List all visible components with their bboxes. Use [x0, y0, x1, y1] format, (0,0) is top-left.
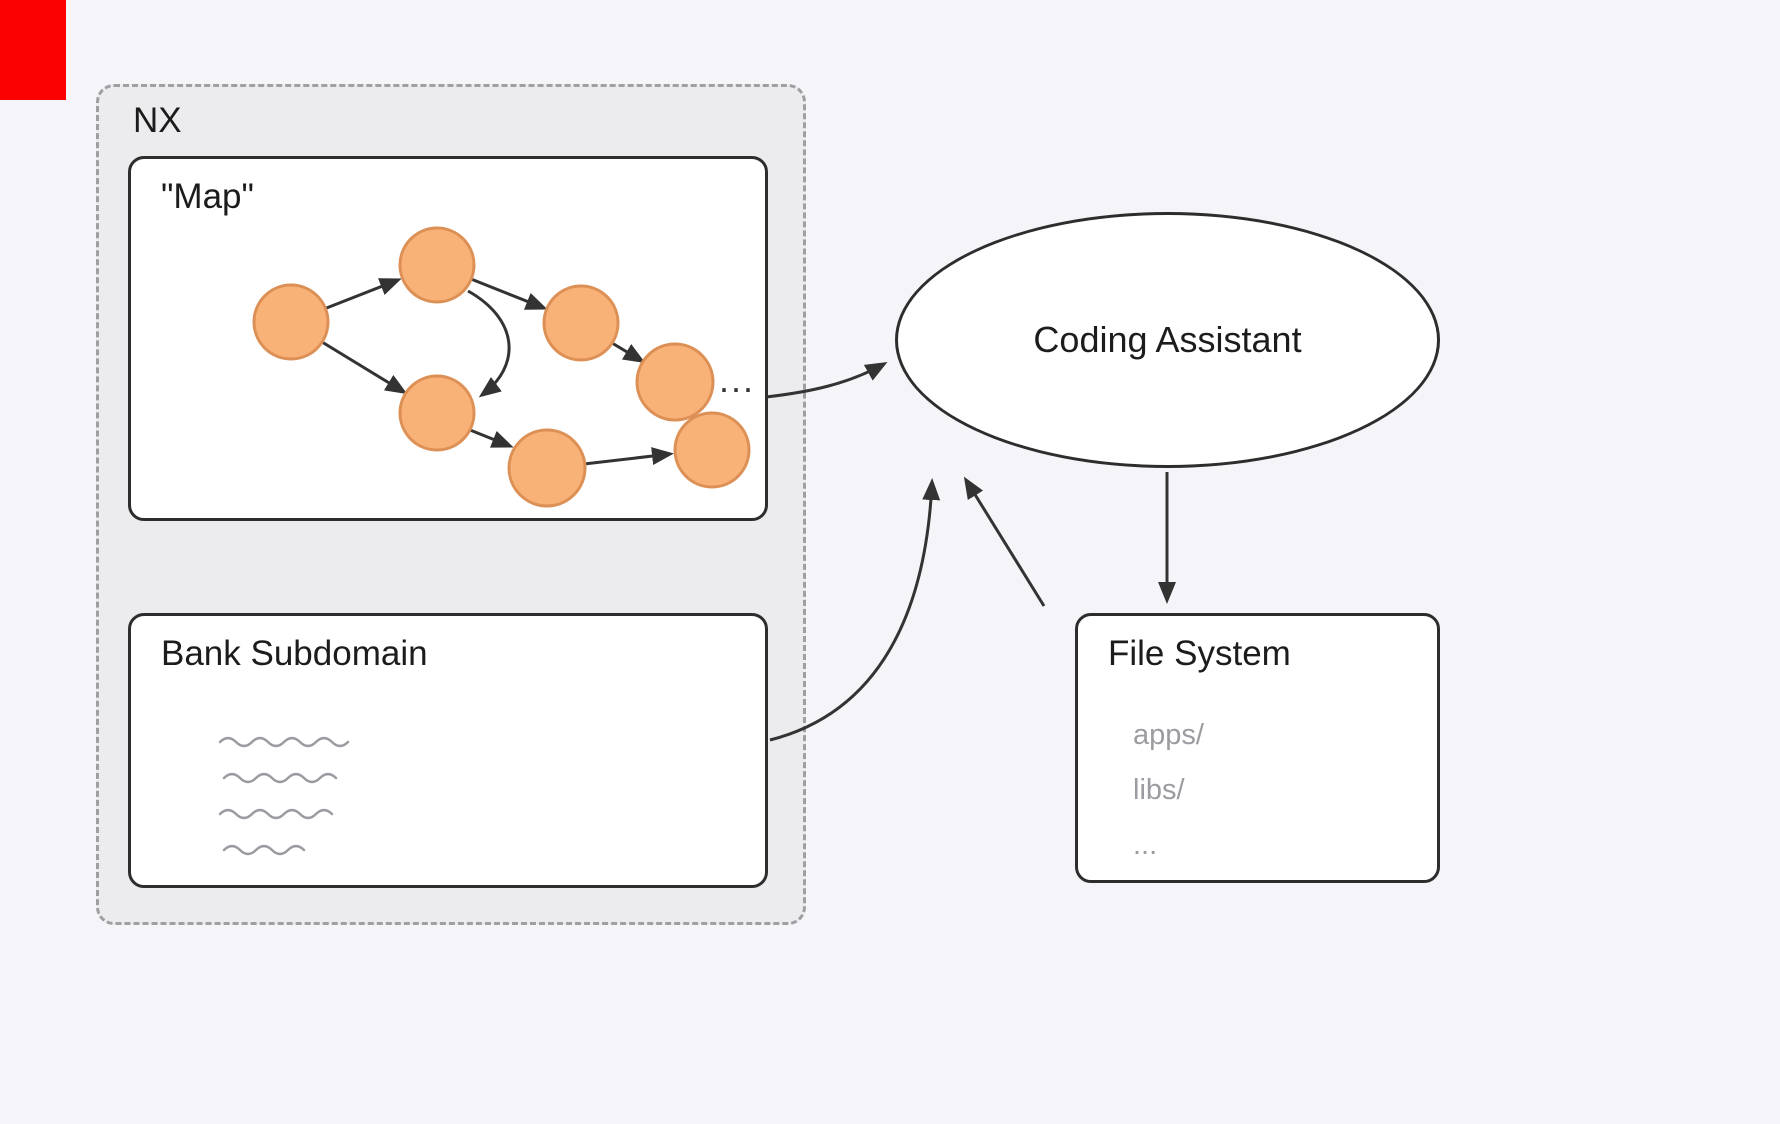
- file-system-entry: ...: [1133, 829, 1158, 861]
- file-system-entry: libs/: [1133, 774, 1185, 806]
- coding-assistant-label: Coding Assistant: [1033, 319, 1302, 360]
- nx-label: NX: [133, 101, 182, 140]
- file-system-box: File System apps/ libs/ ...: [1075, 613, 1440, 883]
- file-system-entry: apps/: [1133, 719, 1204, 751]
- map-label: "Map": [161, 177, 254, 216]
- map-box: "Map" ...: [128, 156, 768, 521]
- coding-assistant-ellipse: Coding Assistant: [895, 212, 1440, 468]
- map-ellipsis: ...: [719, 359, 756, 400]
- file-system-label: File System: [1108, 634, 1291, 673]
- file-system-entries: apps/ libs/ ...: [1133, 708, 1204, 873]
- bank-subdomain-box: Bank Subdomain: [128, 613, 768, 888]
- arrow-filesystem-to-assistant: [963, 476, 1046, 607]
- bank-subdomain-label: Bank Subdomain: [161, 634, 428, 673]
- red-marker: [0, 0, 66, 100]
